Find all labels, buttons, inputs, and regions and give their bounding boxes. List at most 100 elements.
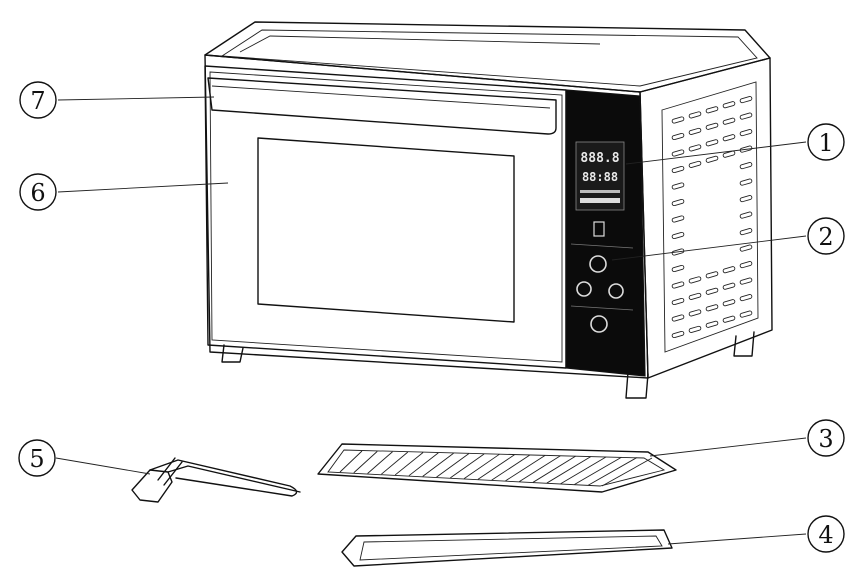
vent-slot (739, 162, 753, 170)
rack-rod (491, 454, 531, 481)
vent-slot (739, 96, 753, 104)
oven-foot-back-right (733, 331, 755, 357)
vent-slot (739, 228, 753, 236)
rack-rod (422, 452, 454, 477)
panel-button-left[interactable] (576, 281, 592, 297)
vent-slot (722, 266, 736, 274)
control-panel-face (565, 89, 646, 377)
oven-top-inner (220, 29, 758, 87)
rack-rod (436, 453, 470, 478)
vent-slot (671, 182, 685, 190)
panel-button-right[interactable] (608, 283, 624, 299)
lcd-line-2: 88:88 (582, 170, 618, 184)
callout-6-number: 6 (30, 179, 45, 207)
callout-5-number: 5 (29, 445, 44, 473)
vent-slot (688, 309, 702, 317)
vent-slot (705, 320, 719, 328)
wire-rack-rods (339, 450, 653, 487)
vent-slot (705, 271, 719, 279)
rack-rod (408, 452, 439, 477)
baking-tray (341, 529, 673, 567)
vent-slot (671, 264, 685, 273)
side-vent-grid (671, 96, 753, 339)
control-panel: 888.8 88:88 (565, 89, 646, 377)
oven-side-vent-frame (661, 81, 759, 353)
lcd-line-1: 888.8 (580, 151, 619, 166)
callout-3-circle (807, 419, 845, 457)
leader-1 (625, 141, 807, 165)
leader-5 (55, 457, 151, 475)
callout-5: 5 (18, 439, 56, 477)
door-handle (207, 77, 557, 135)
rack-rod (367, 451, 393, 474)
panel-button-top[interactable] (589, 255, 607, 273)
vent-slot (722, 299, 736, 307)
vent-slot (688, 127, 702, 135)
callout-3: 3 (807, 419, 845, 457)
rack-rod (381, 451, 409, 475)
vent-slot (671, 149, 685, 157)
callout-leaders (55, 96, 807, 545)
oven-top-surface (204, 21, 771, 93)
vent-slot (688, 111, 702, 119)
wire-rack-inner (327, 449, 666, 487)
oven-right-side (639, 57, 773, 379)
vent-slot (722, 134, 736, 142)
callout-6-circle (19, 173, 57, 211)
oven-foot-front-right (625, 371, 649, 399)
rack-rod (574, 456, 622, 485)
rack-rod (587, 457, 637, 486)
vent-slot (739, 178, 753, 186)
baking-tray-rim (341, 529, 673, 567)
vent-slot (722, 315, 736, 323)
wire-rack (317, 443, 677, 493)
vent-slot (671, 165, 685, 174)
vent-slot (671, 330, 685, 339)
tray-handle-tool (131, 457, 301, 503)
leader-2 (611, 235, 807, 261)
vent-slot (739, 310, 753, 318)
callout-3-number: 3 (818, 425, 833, 453)
door-outline (204, 65, 567, 369)
oven-door (204, 65, 567, 369)
vent-slot (688, 160, 702, 168)
rack-rod (477, 454, 515, 480)
oven-top-inset (239, 35, 601, 53)
door-inner-edge (209, 71, 563, 363)
rack-rod (601, 457, 653, 487)
vent-slot (671, 231, 685, 240)
vent-slot (705, 106, 719, 114)
rack-rod (353, 451, 378, 474)
vent-slot (671, 281, 685, 289)
callout-1: 1 (807, 123, 845, 161)
rack-rod (546, 456, 592, 484)
vent-slot (739, 211, 753, 219)
tray-handle-rod-lower (167, 465, 301, 493)
vent-slot (688, 144, 702, 152)
leader-6 (57, 182, 229, 193)
vent-slot (739, 277, 753, 285)
callout-5-circle (18, 439, 56, 477)
vent-slot (688, 292, 702, 300)
wire-rack-frame (317, 443, 677, 493)
vent-slot (739, 129, 753, 137)
leader-7 (57, 96, 215, 101)
panel-light-icon (593, 221, 605, 237)
oven-body (204, 21, 773, 399)
callout-4-number: 4 (818, 521, 833, 549)
vent-slot (705, 122, 719, 130)
rack-rod (532, 455, 576, 483)
leader-3 (649, 437, 807, 457)
vent-slot (688, 325, 702, 333)
panel-button-start[interactable] (590, 315, 608, 333)
lcd-indicator-row-1 (580, 190, 620, 193)
vent-slot (722, 117, 736, 125)
callout-2-number: 2 (818, 223, 833, 251)
rack-rod (505, 455, 546, 482)
vent-slot (722, 282, 736, 290)
vent-slot (671, 116, 685, 124)
panel-divider-2 (570, 305, 634, 311)
vent-slot (722, 101, 736, 109)
